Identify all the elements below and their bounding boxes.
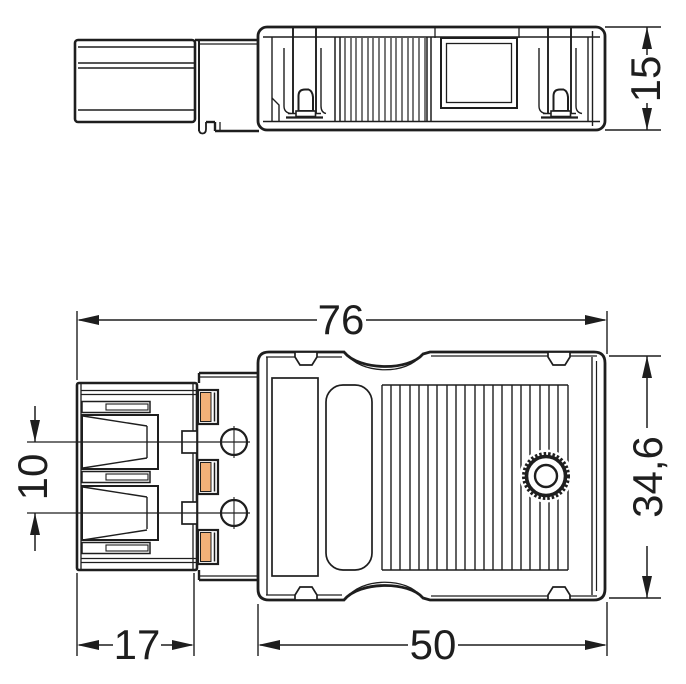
contact-3 — [196, 528, 220, 566]
plan-collar — [197, 371, 258, 582]
side-latch-left — [283, 28, 327, 119]
dim-pole-pitch-label: 10 — [9, 454, 56, 501]
side-collar-hook — [198, 122, 207, 135]
dim-plug-width-label: 17 — [114, 621, 161, 668]
arrow-down-icon — [642, 576, 652, 598]
arrow-down-icon — [30, 420, 40, 442]
side-rib-band — [334, 37, 432, 121]
plan-housing-outline — [256, 350, 607, 602]
dim-housing-width-label: 34,6 — [624, 436, 671, 518]
side-left-foot — [271, 97, 280, 121]
side-window — [434, 28, 520, 109]
side-collar — [195, 38, 259, 135]
plan-rounded-slot — [325, 384, 373, 571]
plan-view — [27, 350, 607, 602]
plan-fixing-screw — [519, 449, 573, 503]
arrow-down-icon — [642, 108, 652, 130]
contact-2 — [196, 458, 220, 496]
screw-inner-circle — [533, 463, 559, 489]
contact-3-fill — [200, 532, 212, 562]
drawing-root: 15 — [9, 25, 671, 668]
side-plug — [73, 38, 200, 131]
plan-bottom-wave-inner — [345, 581, 422, 600]
side-latch-right-wedge — [552, 88, 569, 112]
contact-1-fill — [200, 392, 212, 422]
arrow-left-icon — [77, 315, 99, 325]
arrow-right-icon — [172, 640, 194, 650]
dim-housing-height-label: 15 — [622, 56, 669, 103]
arrow-left-icon — [258, 640, 280, 650]
contact-2-fill — [200, 462, 212, 492]
dim-plug-width: 17 — [76, 573, 195, 668]
plug-pin-1 — [81, 400, 151, 414]
dim-total-length-label: 76 — [318, 296, 365, 343]
dim-total-length: 76 — [76, 296, 608, 380]
plug-pin-2 — [81, 470, 151, 484]
arrow-up-icon — [30, 513, 40, 535]
arrow-up-icon — [642, 356, 652, 378]
dim-housing-length: 50 — [257, 602, 608, 668]
plan-clip-top-left — [294, 351, 318, 366]
arrow-up-icon — [642, 27, 652, 49]
plan-contacts — [196, 388, 220, 566]
dim-housing-height: 15 — [605, 26, 669, 131]
plan-plug — [75, 381, 199, 572]
side-view — [73, 25, 607, 135]
arrow-right-icon — [585, 640, 607, 650]
screw-knurl-ring — [522, 452, 570, 500]
arrow-right-icon — [585, 315, 607, 325]
dim-housing-width: 34,6 — [609, 355, 671, 599]
plug-pin-3 — [81, 541, 151, 555]
side-plug-outline — [73, 38, 197, 124]
plan-inner-panel — [271, 377, 319, 577]
plan-top-wave-inner — [345, 352, 422, 371]
dim-housing-length-label: 50 — [410, 621, 457, 668]
plan-clip-bottom-right — [547, 586, 571, 601]
plan-clip-bottom-left — [294, 586, 318, 601]
contact-1 — [196, 388, 220, 426]
side-latch-right — [538, 28, 583, 119]
arrow-left-icon — [77, 640, 99, 650]
dim-pole-pitch: 10 — [9, 406, 56, 551]
side-latch-left-wedge — [297, 88, 314, 112]
plan-clip-top-right — [547, 351, 571, 366]
screw-outer-ring — [524, 454, 568, 498]
